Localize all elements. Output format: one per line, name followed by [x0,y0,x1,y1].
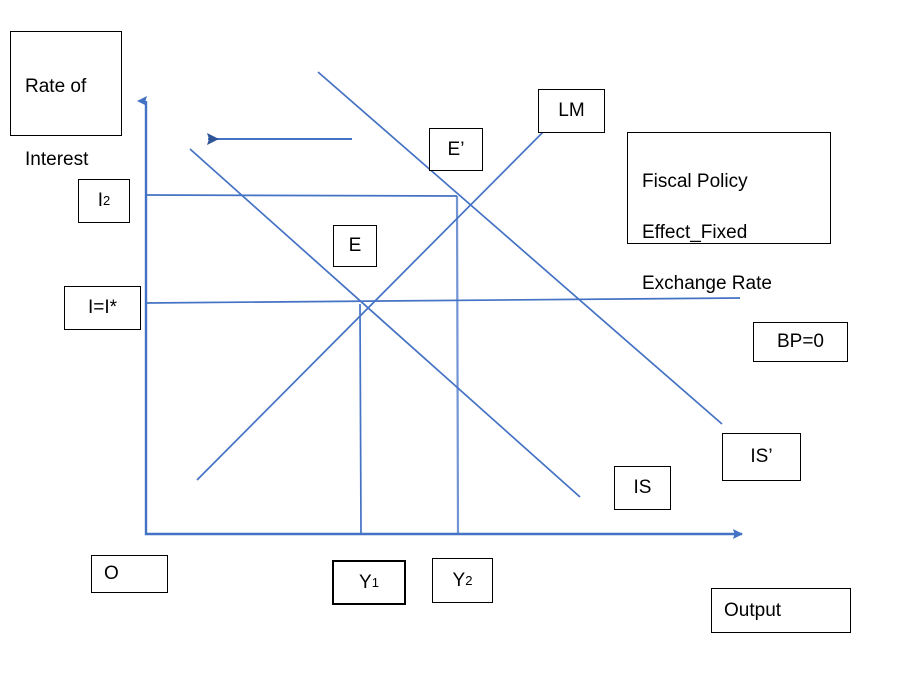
y1-drop-line [359,303,362,535]
origin-text: O [104,563,119,585]
lm-text: LM [558,100,585,122]
is-prime-text: IS’ [750,446,773,468]
bp-curve-label: BP=0 [753,322,848,362]
title-textbox: Fiscal Policy Effect_Fixed Exchange Rate [627,132,831,294]
y2-text: Y [452,569,466,591]
equilibrium-e-label: E [333,225,377,267]
title-line2: Effect_Fixed [642,221,748,243]
y1-subscript: 1 [371,574,379,590]
title-line1: Fiscal Policy [642,170,748,192]
bp-curve [145,297,741,304]
e-prime-text: E’ [447,138,465,160]
equilibrium-e-prime-label: E’ [429,128,483,171]
y-axis-label-line1: Rate of [25,75,87,97]
y2-subscript: 2 [465,572,473,588]
is-curve [189,148,581,498]
i-equals-istar-text: I=I* [87,297,118,319]
i2-subscript: 2 [103,193,111,209]
is-curve-label: IS [614,466,671,510]
origin-label: O [91,555,168,593]
y1-text: Y [359,571,372,593]
is-prime-curve-label: IS’ [722,433,801,481]
is-prime-curve [317,71,723,425]
y2-drop-line [455,195,460,535]
y-axis-label-line2: Interest [25,148,89,170]
i2-guide-line [145,194,458,197]
i2-text: I [97,190,104,212]
title-line3: Exchange Rate [642,273,772,295]
e-text: E [348,235,362,257]
is-text: IS [633,477,652,499]
bp-text: BP=0 [776,331,824,353]
lm-curve [196,113,562,481]
x-axis-label: Output [711,588,851,633]
rate-level-i-equals-istar-label: I=I* [64,286,141,330]
y-axis-label: Rate of Interest [10,31,122,170]
lm-curve-label: LM [538,89,605,133]
x-axis-label-text: Output [724,599,782,621]
